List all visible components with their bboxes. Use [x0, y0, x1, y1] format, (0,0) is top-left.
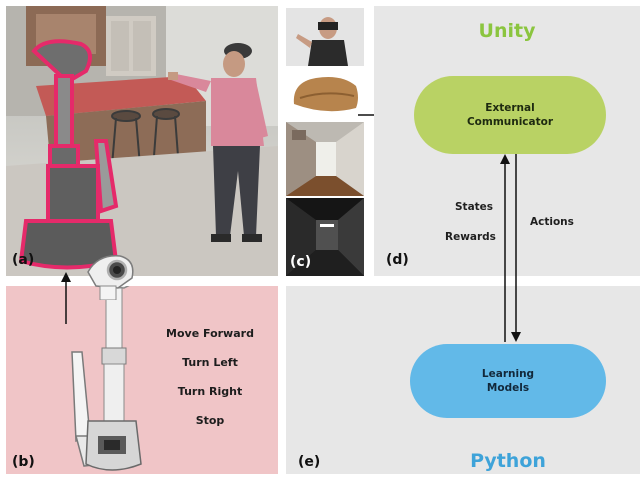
- panel-label-c: (c): [290, 254, 312, 270]
- robot-commands-panel: Move Forward Turn Left Turn Right Stop (…: [6, 286, 278, 474]
- python-title: Python: [470, 450, 546, 472]
- communicator-label-line1: External: [485, 102, 535, 114]
- python-panel: Learning Models Python (e): [286, 286, 640, 474]
- communicator-label-line2: Communicator: [466, 116, 554, 128]
- simulation-scene-panel: (a): [6, 6, 278, 276]
- arrow-b-to-a: [61, 272, 71, 324]
- panel-label-b: (b): [12, 454, 35, 470]
- external-communicator-node: External Communicator: [414, 76, 606, 154]
- kitchen-scene-illustration: [6, 6, 278, 276]
- states-label: States: [455, 201, 494, 213]
- person-figure: [168, 43, 268, 242]
- unity-panel: Unity External Communicator (d): [374, 6, 640, 276]
- command-turn-right: Turn Right: [177, 385, 243, 398]
- robot-figure: [18, 39, 119, 270]
- thumbnail-depth-view: (c): [286, 198, 364, 276]
- command-turn-left: Turn Left: [182, 356, 238, 369]
- thumbnail-vr-user: [286, 8, 364, 66]
- command-move-forward: Move Forward: [166, 327, 254, 340]
- thumbnail-bread-object: [286, 68, 364, 120]
- panel-label-e: (e): [298, 454, 321, 470]
- panel-label-a: (a): [12, 252, 35, 268]
- actions-label: Actions: [530, 216, 574, 228]
- robot-model-illustration: [71, 286, 142, 471]
- robot-head-overlay: [87, 255, 134, 300]
- flow-arrows: [500, 154, 521, 342]
- learning-label-line1: Learning: [481, 368, 535, 380]
- rewards-label: Rewards: [445, 231, 496, 243]
- command-stop: Stop: [195, 414, 225, 427]
- panel-label-d: (d): [386, 252, 409, 268]
- learning-label-line2: Models: [486, 382, 530, 394]
- thumbnail-rgb-view: [286, 122, 364, 196]
- learning-models-node: Learning Models: [410, 344, 606, 418]
- unity-title: Unity: [478, 20, 536, 42]
